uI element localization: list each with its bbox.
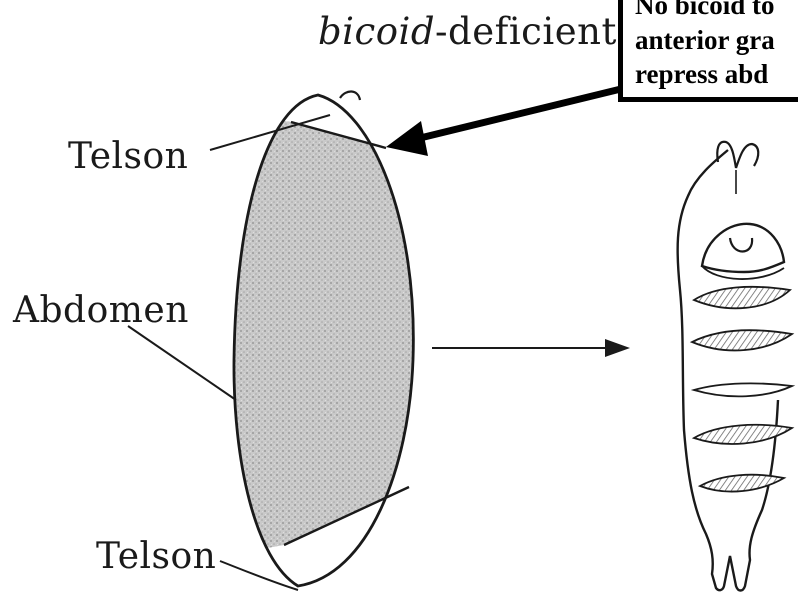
larva-body-outline [678,150,778,591]
denticle-belt-1 [694,287,790,308]
label-abdomen: Abdomen [13,290,189,331]
denticle-belt-2 [692,330,792,350]
callout-arrow [386,88,625,156]
micropyle-bump [340,91,360,100]
title-suffix: -deficient [435,10,617,53]
title-gene-name: bicoid [318,10,435,53]
development-arrow [432,339,630,357]
abdomen-leader [128,326,236,400]
callout-line-2: anterior gra [635,25,775,56]
diagram-title: bicoid-deficient [318,10,617,53]
larva-head-cap [702,224,784,272]
embryo-egg [200,91,430,586]
callout-line-1: No bicoid to [635,0,775,21]
callout-line-3: repress abd [635,59,768,90]
denticle-belt-5 [700,475,784,492]
label-telson-bottom: Telson [96,536,216,577]
callout-box: No bicoid to anterior gra repress abd [618,0,798,102]
denticle-belt-4 [694,425,792,444]
denticle-belt-3 [694,383,792,396]
larva [678,142,792,591]
label-telson-top: Telson [68,136,188,177]
